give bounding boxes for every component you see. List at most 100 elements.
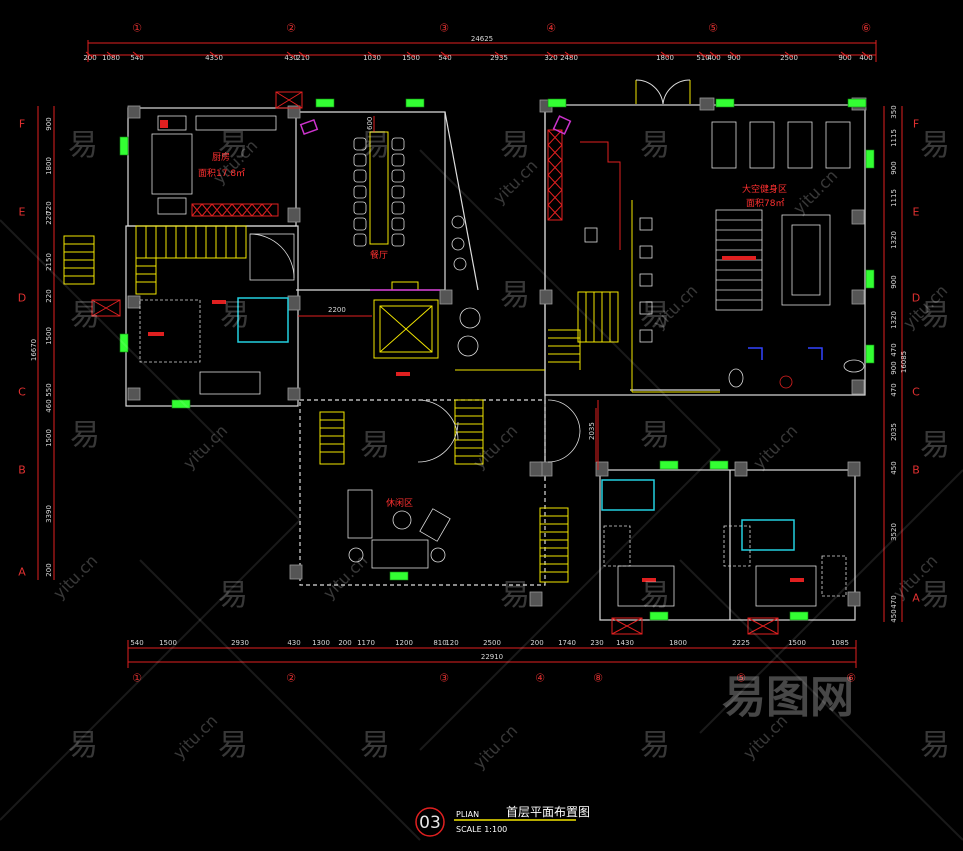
drawing-title: 首层平面布置图 xyxy=(506,805,590,819)
dining-chair xyxy=(391,137,405,151)
top-dim-label: 900 xyxy=(838,54,851,62)
dining-chairs xyxy=(353,137,405,247)
right-dim-label: 3520 xyxy=(890,523,898,541)
dim-tick xyxy=(840,51,850,59)
bottom-dim-label: 200 xyxy=(530,639,543,647)
watermark-glyph: 易 xyxy=(640,728,670,763)
right-dim-label: 1115 xyxy=(890,189,898,207)
right-dim-label: 900 xyxy=(890,361,898,374)
bottom-dimension-group xyxy=(127,640,857,668)
right-dimension-labels: 3501115900111513209001320470900470203545… xyxy=(890,105,898,622)
dining-chair xyxy=(391,169,405,183)
bottom-dim-label: 230 xyxy=(590,639,603,647)
dim-tick xyxy=(784,51,794,59)
watermark-logo: 易图网 xyxy=(722,672,854,723)
axis-bubble: ① xyxy=(132,672,142,685)
watermark-diagonals xyxy=(0,149,963,841)
watermark-glyph: 易 xyxy=(920,298,950,333)
dim-tick xyxy=(660,51,670,59)
watermark-glyph: 易 xyxy=(360,128,390,163)
watermark-glyph: 易 xyxy=(500,278,530,313)
top-dim-label: 400 xyxy=(859,54,872,62)
watermark-domain: yitu.cn xyxy=(749,421,801,473)
top-dim-label: 510 xyxy=(696,54,709,62)
axis-bubble: B xyxy=(18,464,26,477)
dining-chair xyxy=(353,185,367,199)
bottom-dim-label: 120 xyxy=(445,639,458,647)
right-dim-label: 470 xyxy=(890,343,898,356)
axis-bubble: E xyxy=(19,206,26,219)
watermark-domain: yitu.cn xyxy=(469,721,521,773)
watermark-glyph: 易 xyxy=(500,578,530,613)
watermark-glyph: 易 xyxy=(500,128,530,163)
watermark-glyph: 易 xyxy=(640,128,670,163)
dim-tick xyxy=(709,51,719,59)
red-equipment-bars xyxy=(148,120,804,582)
bottom-dim-label: 1200 xyxy=(395,639,413,647)
watermark-glyph: 易 xyxy=(70,298,100,333)
dim-tick xyxy=(286,51,296,59)
top-dim-label: 4350 xyxy=(205,54,223,62)
dining-chair xyxy=(353,137,367,151)
watermark-glyph: 易 xyxy=(220,298,250,333)
right-dim-label: 900 xyxy=(890,275,898,288)
dim-tick xyxy=(298,51,308,59)
top-dim-label: 210 xyxy=(296,54,309,62)
watermark-glyph: 易 xyxy=(640,418,670,453)
watermark-domain: yitu.cn xyxy=(319,551,371,603)
top-total-dimension: 24625 xyxy=(471,35,493,43)
left-dim-label: 200 xyxy=(45,563,53,576)
dining-chair xyxy=(391,185,405,199)
dining-chair xyxy=(353,153,367,167)
top-dim-label: 1800 xyxy=(656,54,674,62)
watermark-glyph: 易 xyxy=(640,298,670,333)
watermark-domain: yitu.cn xyxy=(469,421,521,473)
dining-label: 餐厅 xyxy=(370,249,388,261)
title-block: 03 PLIAN 首层平面布置图 SCALE 1:100 xyxy=(415,805,590,837)
dining-chair xyxy=(391,201,405,215)
fitness-area: 面积78㎡ xyxy=(746,197,784,209)
bottom-dim-label: 1085 xyxy=(831,639,849,647)
right-total-dimension: 16085 xyxy=(900,351,908,373)
axis-bubble: A xyxy=(912,592,920,605)
axis-bubble: D xyxy=(18,292,26,305)
right-dimension-group xyxy=(883,106,903,622)
watermark-domain: yitu.cn xyxy=(169,711,221,763)
top-dim-label: 200 xyxy=(83,54,96,62)
watermark-glyph: 易 xyxy=(360,428,390,463)
right-dim-label: 450 xyxy=(890,461,898,474)
right-dim-label: 900 xyxy=(890,161,898,174)
windows xyxy=(119,98,875,621)
dim-tick xyxy=(861,51,871,59)
top-dim-label: 900 xyxy=(727,54,740,62)
axis-bubble: ③ xyxy=(439,22,449,35)
left-dim-label: 1500 xyxy=(45,429,53,447)
fitness-name: 大空健身区 xyxy=(742,183,787,195)
drawing-number: 03 xyxy=(419,813,441,833)
axis-bubble: C xyxy=(912,386,920,399)
bathroom-fixtures xyxy=(603,359,865,607)
bottom-dim-label: 1500 xyxy=(788,639,806,647)
bottom-dim-label: 540 xyxy=(130,639,143,647)
bottom-dim-label: 1430 xyxy=(616,639,634,647)
left-dim-label: 1500 xyxy=(45,327,53,345)
top-dim-label: 1080 xyxy=(102,54,120,62)
lounge-furniture xyxy=(347,215,581,569)
dining-chair xyxy=(391,153,405,167)
dim-tick xyxy=(440,51,450,59)
dim-tick xyxy=(729,51,739,59)
watermark-glyph: 易 xyxy=(920,728,950,763)
interior-dim-stair: 2035 xyxy=(588,422,596,440)
dining-chair xyxy=(391,233,405,247)
interior-dimension-lines xyxy=(298,116,597,462)
interior-dim-dining: 600 xyxy=(366,117,374,130)
watermark-glyph: 易 xyxy=(360,728,390,763)
watermark-domain: yitu.cn xyxy=(49,551,101,603)
bottom-dim-label: 1300 xyxy=(312,639,330,647)
left-dimension-labels: 9001800720220215022015005504601500339020… xyxy=(45,117,53,576)
right-dim-label: 350 xyxy=(890,105,898,118)
